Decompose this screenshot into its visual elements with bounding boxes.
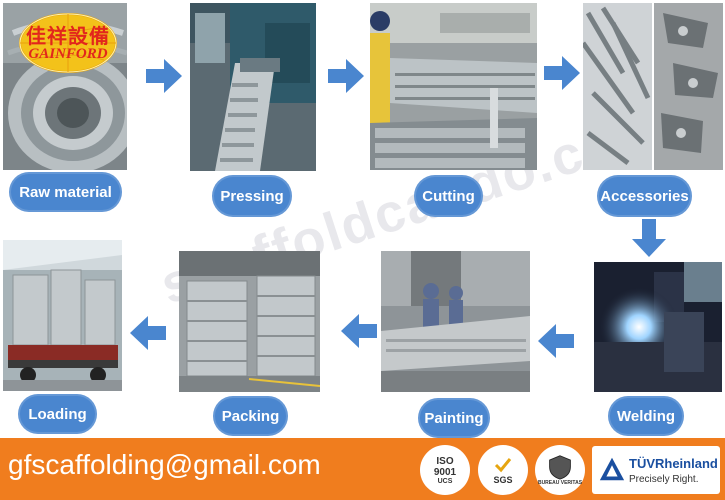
step-label-loading: Loading [18, 394, 97, 434]
sgs-badge: SGS [478, 445, 528, 495]
arrow-right-icon [544, 56, 580, 90]
pressing-photo [190, 3, 316, 171]
tuv-brand-text: TÜVRheinland [629, 456, 718, 471]
gainford-logo: 佳祥設備 GAINFORD [18, 12, 118, 74]
triangle-logo-icon [599, 457, 625, 481]
arrow-right-icon [328, 59, 364, 93]
tuv-tagline-text: Precisely Right. [629, 474, 699, 485]
step-label-painting: Painting [418, 398, 490, 438]
step-label-cutting: Cutting [414, 175, 483, 217]
step-label-accessories: Accessories [597, 175, 692, 217]
arrow-left-icon [538, 324, 574, 358]
bureau-veritas-badge: BUREAU VERITAS [535, 445, 585, 495]
iso-badge-sub: UCS [437, 477, 453, 485]
arrow-left-icon [130, 316, 166, 350]
cutting-photo [370, 3, 537, 170]
tuv-rheinland-badge: TÜVRheinland Precisely Right. [592, 446, 720, 494]
sgs-badge-text: SGS [493, 475, 513, 485]
iso-badge-top: ISO [436, 455, 454, 467]
step-label-welding: Welding [608, 396, 684, 436]
loading-photo [3, 240, 122, 391]
step-label-pressing: Pressing [212, 175, 292, 217]
welding-photo [594, 262, 722, 392]
logo-english-text: GAINFORD [28, 46, 108, 62]
step-label-raw-material: Raw material [9, 172, 122, 212]
logo-chinese-text: 佳祥設備 [26, 24, 110, 48]
step-label-packing: Packing [213, 396, 288, 436]
contact-email[interactable]: gfscaffolding@gmail.com [8, 449, 321, 480]
arrow-left-icon [341, 314, 377, 348]
packing-photo [179, 251, 320, 392]
arrow-right-icon [146, 59, 182, 93]
iso-badge-number: 9001 [433, 466, 457, 478]
arrow-down-icon [632, 219, 666, 257]
accessories-photo [583, 3, 723, 170]
checkmark-icon [494, 458, 512, 473]
iso-9001-badge: ISO 9001 UCS [420, 445, 470, 495]
painting-photo [381, 251, 530, 392]
shield-icon [549, 455, 571, 480]
bv-badge-text: BUREAU VERITAS [537, 480, 583, 486]
